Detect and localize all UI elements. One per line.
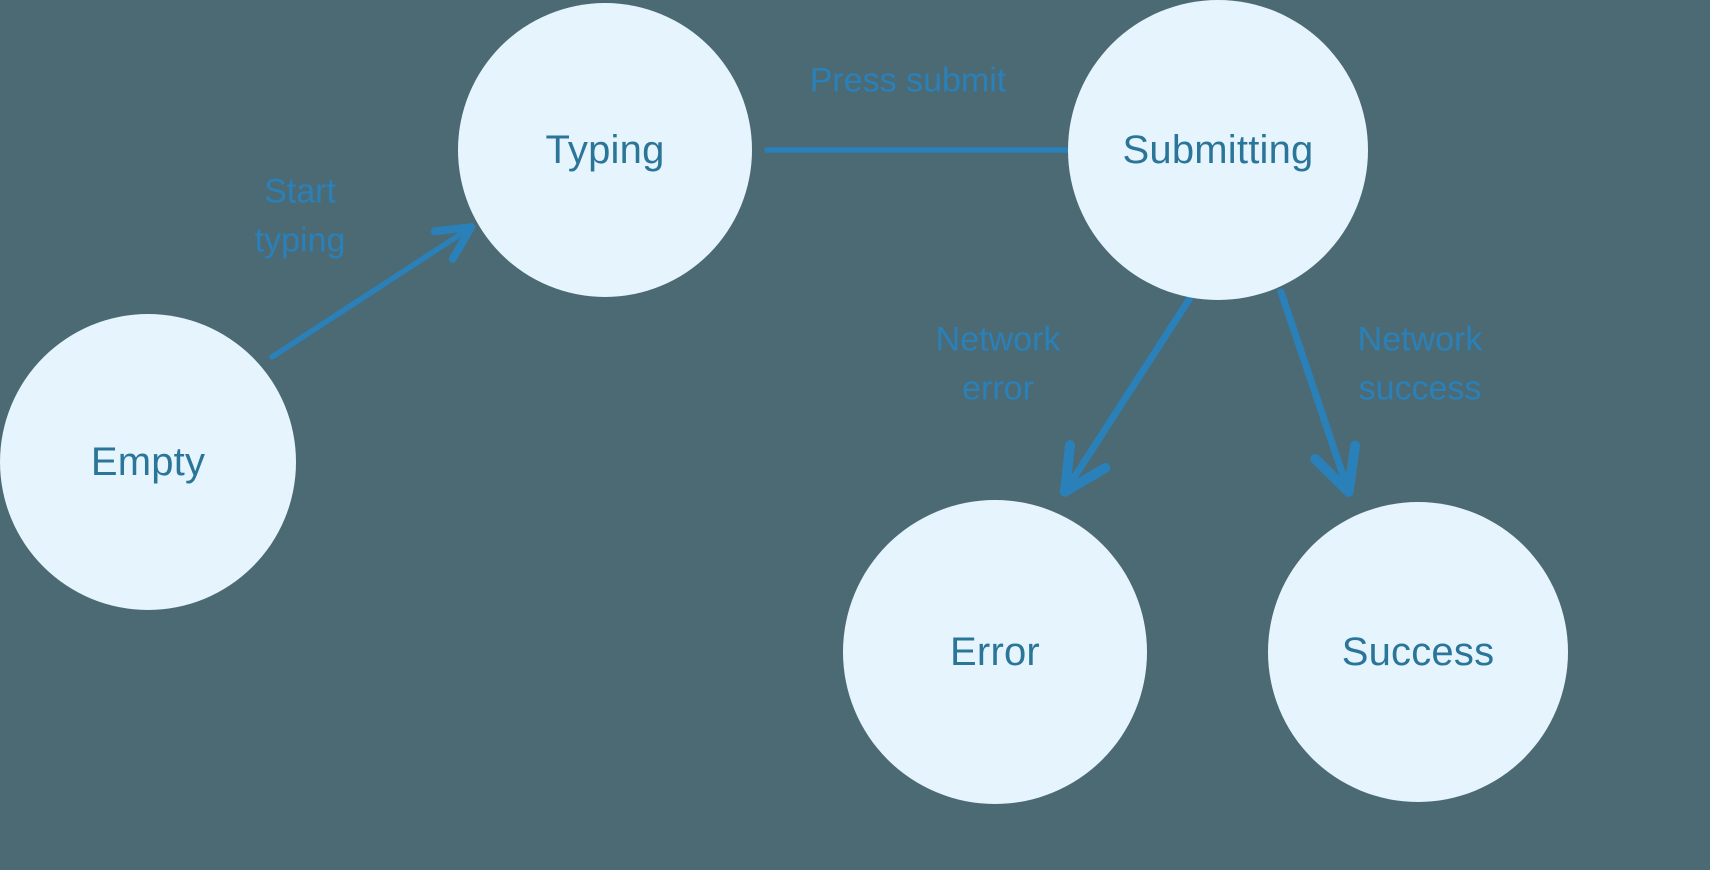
edge-submitting-to-error (1059, 294, 1194, 497)
state-node-label: Empty (90, 440, 206, 484)
edge-label-network-error: Network error (935, 320, 1061, 408)
edge-label-press-submit: Press submit (809, 61, 1007, 100)
state-node-label: Typing (545, 128, 665, 172)
state-node-success[interactable]: Success (1268, 502, 1568, 802)
state-node-typing[interactable]: Typing (458, 3, 752, 297)
edge-label-network-success: Network success (1357, 320, 1483, 408)
state-node-error[interactable]: Error (843, 500, 1147, 804)
edge-empty-to-typing (269, 223, 476, 360)
state-node-label: Error (950, 630, 1040, 674)
state-node-empty[interactable]: Empty (0, 314, 296, 610)
state-node-label: Submitting (1122, 128, 1314, 172)
state-node-label: Success (1341, 630, 1495, 674)
edge-label-start-typing: Start typing (254, 172, 346, 260)
state-node-submitting[interactable]: Submitting (1068, 0, 1368, 300)
edge-submitting-to-success (1277, 288, 1361, 497)
